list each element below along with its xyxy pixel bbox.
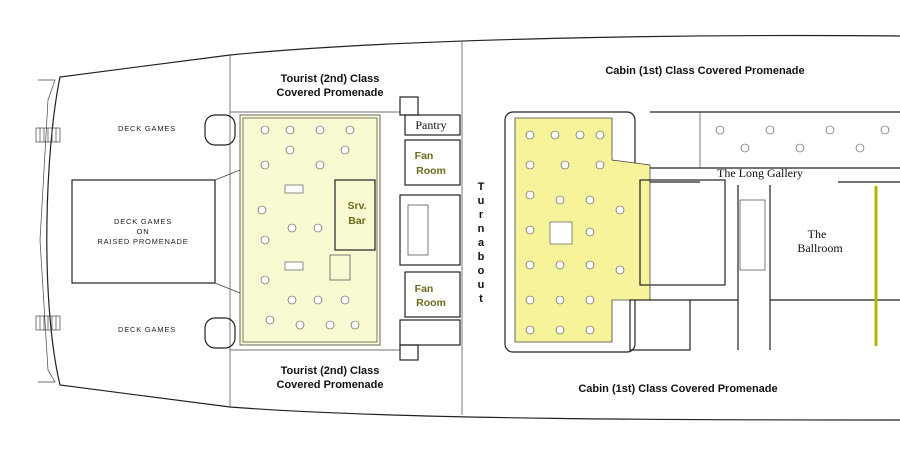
- turnabout-letter: r: [479, 209, 484, 221]
- turnabout-letter: a: [478, 237, 485, 249]
- deck-games-raised-line1: DECK GAMES: [114, 217, 172, 226]
- cabin-lounge: [504, 111, 726, 353]
- ballroom-label-line1: The: [808, 227, 827, 241]
- service-block: [399, 96, 461, 361]
- cabin-promenade-bottom: Cabin (1st) Class Covered Promenade: [578, 383, 777, 395]
- deck-games-bottom: DECK GAMES: [118, 325, 176, 334]
- cabin-furniture: [525, 130, 625, 335]
- tourist-promenade-top-line1: Tourist (2nd) Class: [281, 73, 380, 85]
- tourist-promenade-bottom-line1: Tourist (2nd) Class: [281, 365, 380, 377]
- deck-games-top: DECK GAMES: [118, 124, 176, 133]
- ballroom-area: [690, 185, 900, 350]
- cabin-promenade-top: Cabin (1st) Class Covered Promenade: [605, 65, 804, 77]
- fan-room-bottom-line2: Room: [416, 297, 446, 309]
- fan-room-bottom-line1: Fan: [415, 283, 434, 295]
- hull-outline: [38, 34, 900, 421]
- deck-games-raised-line2: ON: [137, 227, 150, 236]
- turnabout-label: T u r n a b o u t: [478, 181, 485, 305]
- tourist-furniture: [257, 125, 360, 330]
- turnabout-letter: n: [478, 223, 485, 235]
- turnabout-letter: o: [478, 265, 485, 277]
- long-gallery-label: The Long Gallery: [717, 166, 803, 180]
- fan-room-top-line2: Room: [416, 165, 446, 177]
- deck-games-raised-line3: RAISED PROMENADE: [97, 237, 188, 246]
- turnabout-letter: u: [478, 279, 485, 291]
- srv-bar-line1: Srv.: [347, 200, 366, 212]
- srv-bar-line2: Bar: [348, 215, 366, 227]
- tourist-promenade-bottom-line2: Covered Promenade: [277, 379, 384, 391]
- stairs-icon: [35, 127, 61, 331]
- tourist-promenade-top-line2: Covered Promenade: [277, 87, 384, 99]
- long-gallery: [650, 111, 900, 183]
- turnabout-letter: t: [479, 293, 483, 305]
- tourist-lounge: [204, 114, 381, 349]
- turnabout-letter: b: [478, 251, 485, 263]
- turnabout-letter: u: [478, 195, 485, 207]
- pantry-label: Pantry: [415, 118, 446, 132]
- ballroom-label-line2: Ballroom: [797, 241, 843, 255]
- fan-room-top-line1: Fan: [415, 150, 434, 162]
- turnabout-letter: T: [478, 181, 485, 193]
- raised-promenade-area: [71, 169, 241, 294]
